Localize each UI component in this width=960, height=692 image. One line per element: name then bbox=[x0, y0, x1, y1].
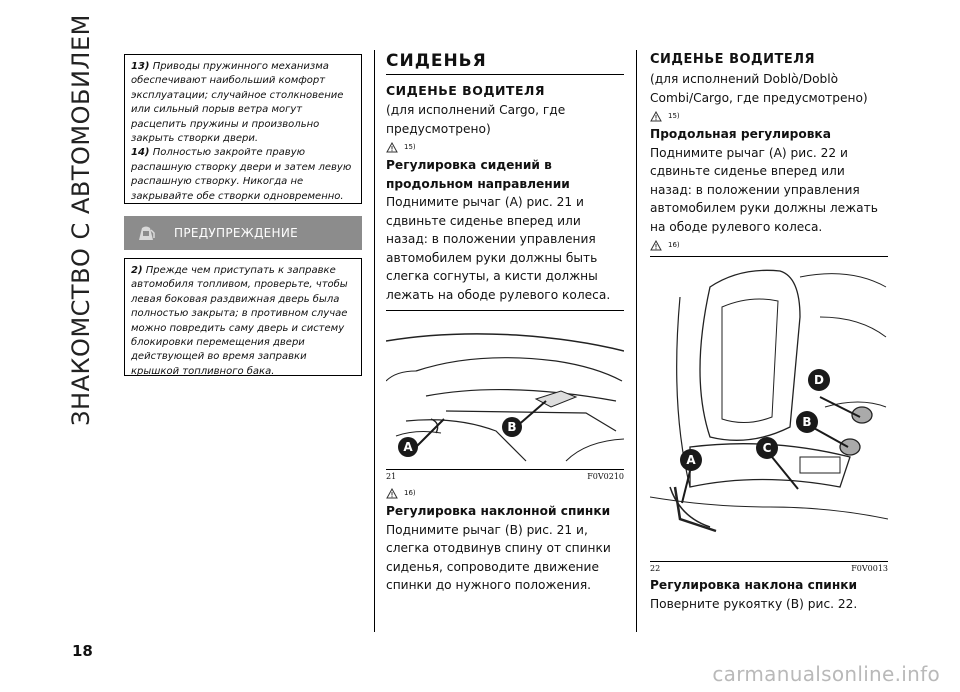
procedure-text: Поднимите рычаг (A) рис. 21 и сдвиньте с… bbox=[386, 195, 611, 302]
callout-label-d: D bbox=[808, 369, 830, 391]
middle-column: СИДЕНЬЯ СИДЕНЬЕ ВОДИТЕЛЯ (для исполнений… bbox=[385, 50, 625, 595]
section-side-title: ЗНАКОМСТВО С АВТОМОБИЛЕМ bbox=[67, 14, 95, 426]
procedure-title: Продольная регулировка bbox=[650, 127, 831, 141]
heading-rule bbox=[386, 74, 624, 75]
callout-label-b: B bbox=[796, 411, 818, 433]
procedure-text: Поверните рукоятку (B) рис. 22. bbox=[650, 596, 858, 611]
warning-triangle-icon bbox=[650, 239, 662, 250]
reference-16: 16) bbox=[650, 236, 888, 254]
procedure-title: Регулировка наклона спинки bbox=[650, 578, 858, 592]
reference-15: 15) bbox=[650, 107, 888, 125]
figure-number: 21 bbox=[386, 472, 397, 481]
fuel-warning-icon bbox=[124, 216, 168, 250]
procedure-text: Поднимите рычаг (B) рис. 21 и, слегка от… bbox=[386, 522, 611, 593]
warning-header: ПРЕДУПРЕЖДЕНИЕ bbox=[124, 216, 362, 250]
procedure-title: Регулировка наклонной спинки bbox=[386, 504, 611, 518]
figure-number: 22 bbox=[650, 564, 661, 573]
procedure-title: Регулировка сидений в продольном направл… bbox=[386, 158, 570, 191]
callout-label-a: A bbox=[680, 449, 702, 471]
figure-caption: 21 F0V0210 bbox=[386, 470, 624, 484]
column-divider bbox=[636, 50, 637, 632]
variant-note: (для исполнений Cargo, где предусмотрено… bbox=[386, 103, 566, 136]
note-14: 14) Полностью закройте правую распашную … bbox=[131, 147, 352, 202]
reference-15: 15) bbox=[386, 138, 624, 156]
notes-box: 13) Приводы пружинного механизма обеспеч… bbox=[124, 54, 362, 204]
warning-triangle-icon bbox=[650, 110, 662, 121]
figure-caption: 22 F0V0013 bbox=[650, 562, 888, 576]
variant-note: (для исполнений Doblò/Doblò Combi/Cargo,… bbox=[650, 72, 868, 105]
figure-22: D B C A bbox=[649, 256, 889, 562]
callout-label-c: C bbox=[756, 437, 778, 459]
warning-triangle-icon bbox=[386, 141, 398, 152]
figure-code: F0V0210 bbox=[587, 472, 624, 481]
warning-box: 2) Прежде чем приступать к заправке авто… bbox=[124, 258, 362, 377]
page-number: 18 bbox=[72, 642, 93, 660]
figure-code: F0V0013 bbox=[851, 564, 888, 573]
watermark: carmanualsonline.info bbox=[712, 662, 940, 686]
section-heading: СИДЕНЬЯ bbox=[386, 51, 487, 71]
right-column: СИДЕНЬЕ ВОДИТЕЛЯ (для исполнений Doblò/D… bbox=[649, 50, 889, 613]
procedure-text: Поднимите рычаг (A) рис. 22 и сдвиньте с… bbox=[650, 145, 878, 234]
subheading: СИДЕНЬЕ ВОДИТЕЛЯ bbox=[650, 52, 816, 67]
column-divider bbox=[374, 50, 375, 632]
callout-label-a: A bbox=[398, 437, 418, 457]
figure-21: A B bbox=[385, 310, 625, 470]
callout-label-b: B bbox=[502, 417, 522, 437]
warning-triangle-icon bbox=[386, 487, 398, 498]
note-13: 13) Приводы пружинного механизма обеспеч… bbox=[131, 61, 344, 145]
seat-controls-illustration bbox=[649, 269, 889, 533]
reference-16: 16) bbox=[386, 484, 624, 502]
warning-label: ПРЕДУПРЕЖДЕНИЕ bbox=[174, 226, 299, 240]
seat-lever-illustration bbox=[385, 333, 625, 462]
subheading: СИДЕНЬЕ ВОДИТЕЛЯ bbox=[386, 83, 546, 98]
